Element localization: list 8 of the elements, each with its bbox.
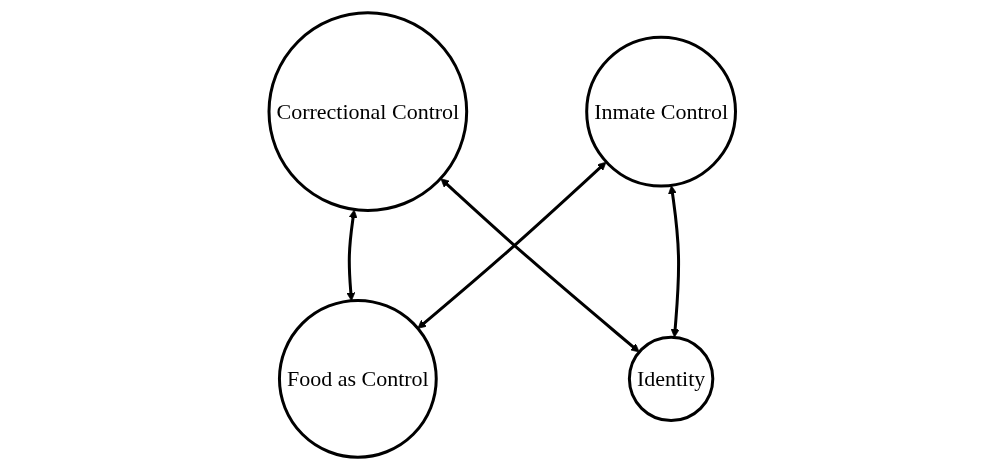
arrow — [668, 185, 681, 338]
arrow — [346, 209, 358, 302]
node-circle: Food as Control — [278, 298, 438, 459]
node-circle: Inmate Control — [585, 35, 738, 188]
arrow — [417, 161, 607, 329]
arrow — [440, 178, 640, 353]
node-circle: Identity — [628, 335, 715, 423]
node-circle: Correctional Control — [267, 11, 469, 212]
